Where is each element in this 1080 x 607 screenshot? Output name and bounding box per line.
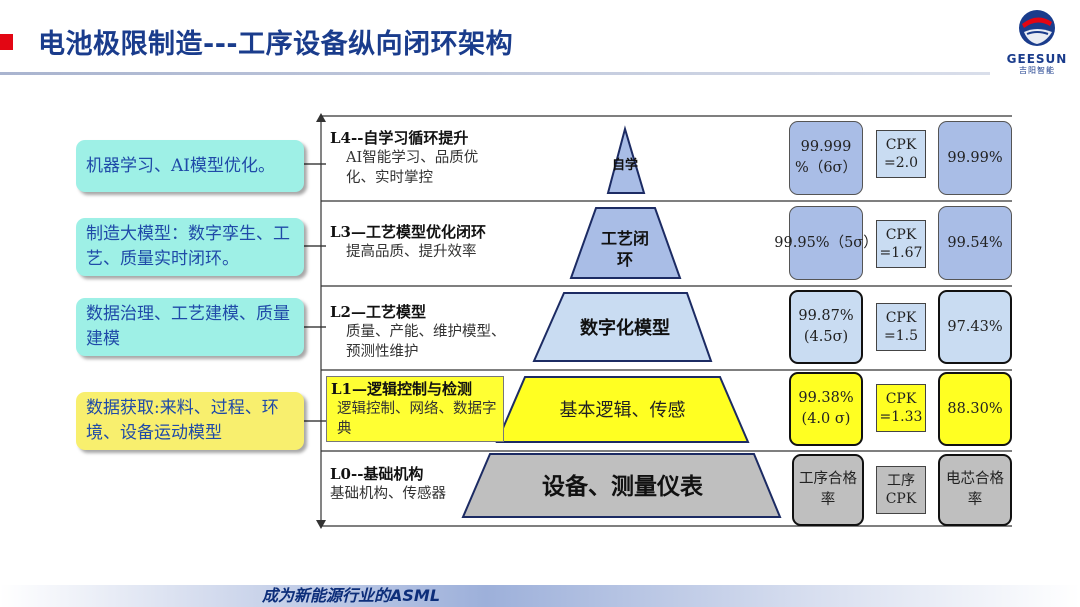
footer-band [0,585,1080,607]
level-l2-title: L2—工艺模型 [330,303,426,321]
note-l2: 数据治理、工艺建模、质量建模 [76,298,304,356]
level-l1: L1—逻辑控制与检测 逻辑控制、网络、数据字典 [326,376,504,442]
cell-yield-box-l3: 99.54% [938,206,1012,280]
yield-box-l3: 99.95%（5σ） [774,206,878,280]
page-title: 电池极限制造---工序设备纵向闭环架构 [38,29,514,60]
level-l4-title: L4--自学习循环提升 [330,129,469,147]
pyramid-label-l3: 工艺闭环 [600,229,649,269]
pyramid-label-l1: 基本逻辑、传感 [559,400,686,421]
level-l3: L3—工艺模型优化闭环 提高品质、提升效率 [330,222,506,262]
level-l4-desc: AI智能学习、品质优化、实时掌控 [346,150,479,186]
level-l2: L2—工艺模型 质量、产能、维护模型、预测性维护 [330,302,506,362]
cpk-label-box: 工序 CPK [876,466,926,514]
yield-box-l2: 99.87% (4.5σ) [789,290,863,364]
note-l4: 机器学习、AI模型优化。 [76,140,304,192]
level-l4: L4--自学习循环提升 AI智能学习、品质优化、实时掌控 [330,128,506,188]
note-l3: 制造大模型：数字孪生、工艺、质量实时闭环。 [76,218,304,276]
pyramid-layer-l2 [532,292,713,362]
level-l3-desc: 提高品质、提升效率 [346,244,477,260]
geesun-logo-icon [1019,10,1055,46]
yield-box-l1: 99.38% (4.0 σ) [789,372,863,446]
logo-chinese-name: 吉阳智能 [1019,66,1055,75]
cell-yield-box-l2: 97.43% [938,290,1012,364]
level-l2-desc: 质量、产能、维护模型、预测性维护 [346,324,506,360]
note-l1: 数据获取:来料、过程、环境、设备运动模型 [76,392,304,450]
company-logo: GEESUN 吉阳智能 [996,4,1078,75]
level-l0: L0--基础机构 基础机构、传感器 [330,464,450,504]
footer-slogan: 成为新能源行业的ASML [262,586,441,605]
cell-yield-box-l1: 88.30% [938,372,1012,446]
level-l0-title: L0--基础机构 [330,465,424,483]
yield-label-box: 工序合格率 [792,454,864,526]
level-l1-desc: 逻辑控制、网络、数据字典 [337,401,497,437]
cpk-box-l2: CPK =1.5 [876,303,926,351]
level-l0-desc: 基础机构、传感器 [330,486,446,502]
yield-box-l4: 99.999 %（6σ） [789,121,863,195]
cpk-box-l1: CPK =1.33 [876,384,926,432]
pyramid-layer-l0 [461,453,782,518]
level-l3-title: L3—工艺模型优化闭环 [330,223,486,241]
pyramid-label-l2: 数字化模型 [580,318,670,339]
pyramid-label-l4: 自学 [611,158,638,173]
header-accent-mark [0,34,13,50]
cell-yield-label-box: 电芯合格率 [938,454,1012,526]
pyramid-layer-l1 [495,376,750,443]
pyramid-layer-l4 [606,125,646,194]
logo-wordmark: GEESUN [1006,52,1068,66]
pyramid-layer-l3 [569,207,682,279]
cpk-box-l4: CPK =2.0 [876,130,926,178]
cell-yield-box-l4: 99.99% [938,121,1012,195]
cpk-box-l3: CPK =1.67 [876,220,926,268]
header-divider [0,72,990,75]
level-l1-title: L1—逻辑控制与检测 [331,380,472,398]
pyramid-label-l0: 设备、测量仪表 [542,473,703,500]
